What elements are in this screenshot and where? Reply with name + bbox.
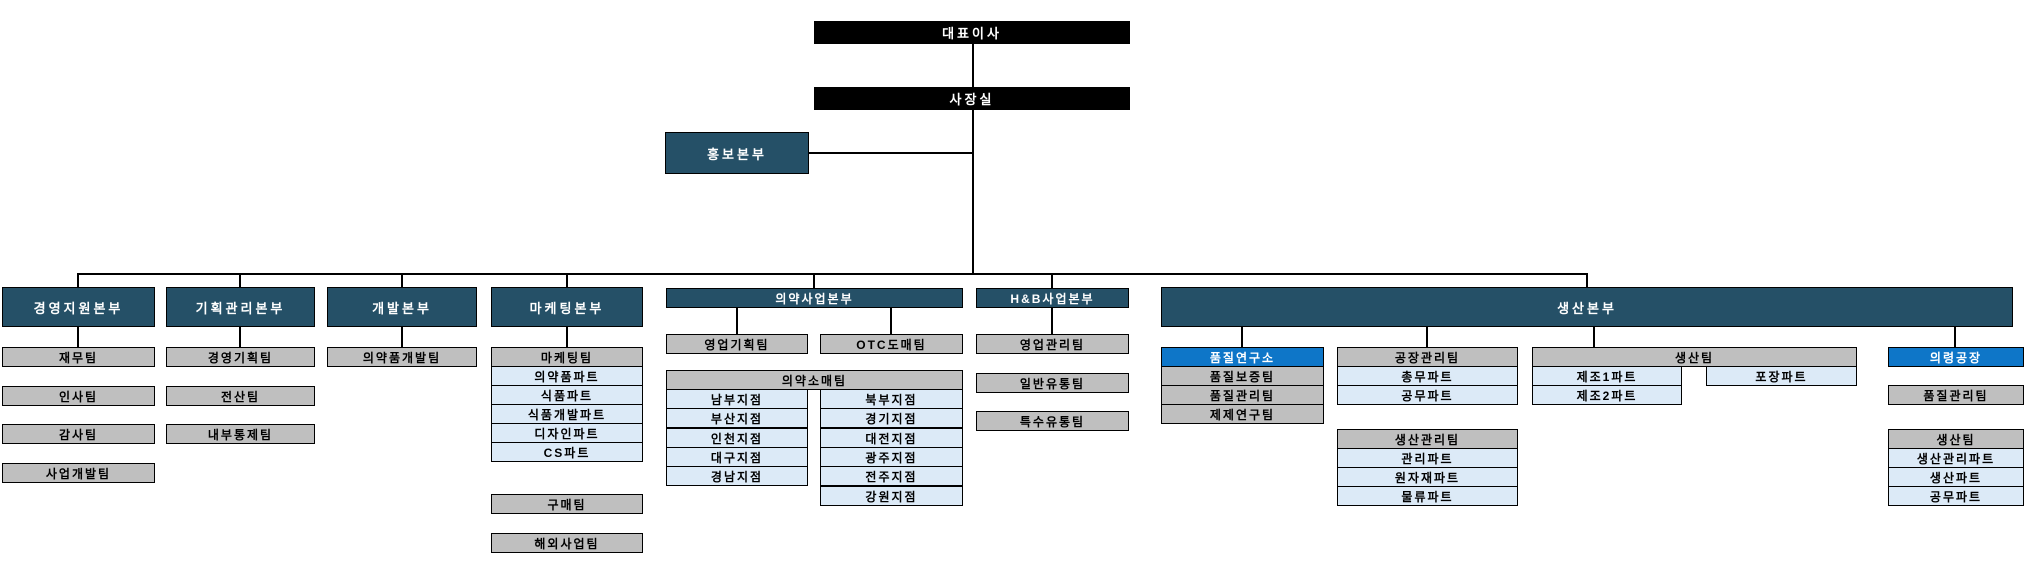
org-node-team: 특수유통팀 — [976, 411, 1129, 431]
connector-management-support-teams — [77, 327, 79, 347]
org-node-team: 감사팀 — [2, 424, 155, 444]
connector-drop-hnb-business — [1051, 273, 1053, 288]
org-node-part: 생산파트 — [1888, 467, 2024, 487]
org-node-team: 공장관리팀 — [1337, 347, 1518, 367]
connector-production-uiryeong — [1954, 327, 1956, 347]
org-node-marketing-division: 마케팅본부 — [491, 287, 643, 327]
org-node-quality-lab: 품질연구소 — [1161, 347, 1324, 367]
org-node-pr-division: 홍보본부 — [665, 132, 809, 174]
org-node-branch: 경기지점 — [820, 408, 963, 428]
connector-ceo-president — [972, 43, 974, 88]
org-node-team: 품질보증팀 — [1161, 366, 1324, 386]
org-node-president-office: 사장실 — [814, 87, 1130, 110]
connector-president-main — [972, 109, 974, 274]
connector-drop-marketing — [566, 273, 568, 287]
org-node-branch: 대전지점 — [820, 428, 963, 448]
connector-drop-production — [1586, 273, 1588, 287]
org-node-branch: 경남지점 — [666, 466, 808, 486]
org-node-branch: 광주지점 — [820, 447, 963, 467]
connector-planning-management-teams — [239, 327, 241, 347]
org-node-team: 전산팀 — [166, 386, 315, 406]
org-node-part: 디자인파트 — [491, 423, 643, 443]
org-node-team: 생산관리팀 — [1337, 429, 1518, 449]
org-node-team: 영업기획팀 — [666, 334, 808, 354]
org-node-team: 해외사업팀 — [491, 533, 643, 553]
org-node-part: 식품개발파트 — [491, 404, 643, 424]
org-node-branch: 대구지점 — [666, 447, 808, 467]
connector-production-factory-mgmt — [1426, 327, 1428, 347]
org-node-part: 총무파트 — [1337, 366, 1518, 386]
connector-pharma-team-1 — [736, 308, 738, 334]
connector-drop-planning-management — [239, 273, 241, 287]
org-node-team: 의약소매팀 — [666, 370, 963, 390]
org-node-team: 내부통제팀 — [166, 424, 315, 444]
org-node-team: 의약품개발팀 — [327, 347, 477, 367]
connector-pr-division — [808, 152, 973, 154]
connector-drop-management-support — [77, 273, 79, 287]
org-node-team: 생산팀 — [1888, 429, 2024, 449]
org-node-branch: 인천지점 — [666, 428, 808, 448]
org-node-team: 경영기획팀 — [166, 347, 315, 367]
org-node-part: CS파트 — [491, 442, 643, 462]
org-node-team: 품질관리팀 — [1161, 385, 1324, 405]
org-node-part: 제조1파트 — [1532, 366, 1682, 386]
org-node-part: 의약품파트 — [491, 366, 643, 386]
connector-drop-pharma-business — [813, 273, 815, 288]
connector-hnb-teams — [1051, 308, 1053, 334]
connector-pharma-team-2 — [890, 308, 892, 334]
org-node-team: 제제연구팀 — [1161, 404, 1324, 424]
org-node-team: 영업관리팀 — [976, 334, 1129, 354]
org-node-ceo: 대표이사 — [814, 21, 1130, 44]
org-node-pharma-business-division: 의약사업본부 — [666, 288, 963, 308]
org-node-branch: 강원지점 — [820, 486, 963, 506]
org-node-team: 마케팅팀 — [491, 347, 643, 367]
org-node-production-division: 생산본부 — [1161, 287, 2013, 327]
org-node-team: OTC도매팀 — [820, 334, 963, 354]
org-node-part: 생산관리파트 — [1888, 448, 2024, 468]
org-node-hnb-business-division: H&B사업본부 — [976, 288, 1129, 308]
connector-development-teams — [401, 327, 403, 347]
org-node-branch: 부산지점 — [666, 408, 808, 428]
org-node-team: 품질관리팀 — [1888, 385, 2024, 405]
org-node-development-division: 개발본부 — [327, 287, 477, 327]
org-node-part: 원자재파트 — [1337, 467, 1518, 487]
org-node-part: 식품파트 — [491, 385, 643, 405]
org-node-branch: 남부지점 — [666, 389, 808, 409]
org-node-part: 공무파트 — [1888, 486, 2024, 506]
org-node-planning-management-division: 기획관리본부 — [166, 287, 315, 327]
connector-production-prod-team — [1593, 327, 1595, 347]
org-node-branch: 북부지점 — [820, 389, 963, 409]
connector-drop-development — [401, 273, 403, 287]
connector-production-quality-lab — [1241, 327, 1243, 347]
org-node-part: 포장파트 — [1706, 366, 1857, 386]
org-node-part: 공무파트 — [1337, 385, 1518, 405]
org-node-branch: 전주지점 — [820, 466, 963, 486]
org-node-team: 인사팀 — [2, 386, 155, 406]
org-node-team: 재무팀 — [2, 347, 155, 367]
org-node-uiryeong-factory: 의령공장 — [1888, 347, 2024, 367]
org-node-part: 물류파트 — [1337, 486, 1518, 506]
org-node-team: 구매팀 — [491, 494, 643, 514]
connector-marketing-teams — [566, 327, 568, 347]
org-node-management-support-division: 경영지원본부 — [2, 287, 155, 327]
org-node-part: 관리파트 — [1337, 448, 1518, 468]
connector-main-horizontal — [77, 273, 1588, 275]
org-node-team: 생산팀 — [1532, 347, 1857, 367]
org-node-team: 일반유통팀 — [976, 373, 1129, 393]
org-node-team: 사업개발팀 — [2, 463, 155, 483]
org-node-part: 제조2파트 — [1532, 385, 1682, 405]
